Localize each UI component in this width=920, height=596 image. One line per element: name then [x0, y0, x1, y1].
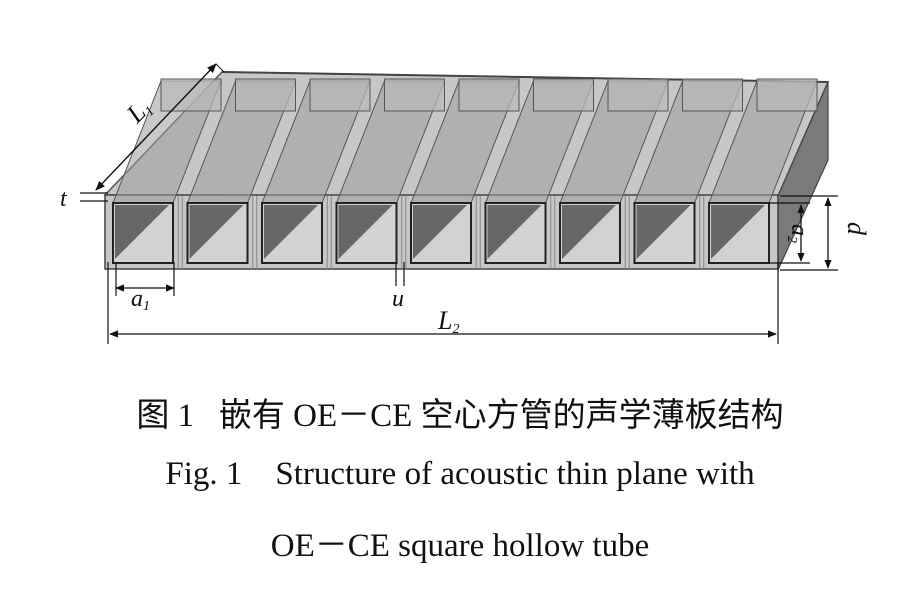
- tube-inner-shadow: [636, 205, 691, 259]
- tube-inner-shadow: [189, 205, 244, 259]
- svg-text:a2: a2: [784, 224, 812, 243]
- tube-back-opening: [756, 78, 818, 112]
- tube-inner-shadow: [338, 205, 393, 259]
- label-a1: a: [131, 286, 143, 312]
- label-t: t: [60, 186, 68, 212]
- caption-english-line-1: Fig. 1 Structure of acoustic thin plane …: [165, 456, 755, 492]
- svg-text:a1: a1: [131, 286, 150, 314]
- caption-english-line-2: OE－CE square hollow tube: [270, 528, 650, 564]
- tube-back-opening: [682, 78, 743, 112]
- tube-inner-shadow: [413, 205, 467, 259]
- label-d: d: [842, 222, 871, 236]
- tube-back-opening: [384, 78, 445, 112]
- label-L2-sub: 2: [452, 322, 459, 337]
- tube-inner-shadow: [115, 205, 169, 259]
- dim-a1: a1: [115, 262, 175, 314]
- tube-back-opening: [607, 78, 669, 112]
- dim-u: u: [392, 262, 405, 312]
- dim-t: t: [60, 186, 108, 212]
- caption-chinese: 图 1 嵌有 OE－CE 空心方管的声学薄板结构: [136, 398, 784, 434]
- dim-L2: L2: [107, 262, 779, 344]
- tube-inner-shadow: [711, 205, 765, 259]
- tube-inner-shadow: [487, 205, 542, 259]
- tube-back-opening: [309, 78, 371, 112]
- label-a2-sub: 2: [784, 236, 799, 243]
- label-u: u: [392, 286, 404, 312]
- plate-structure-diagram: L1 t a1 u L2 a2: [60, 63, 871, 344]
- label-a1-sub: 1: [143, 299, 150, 314]
- label-a2: a: [786, 224, 812, 236]
- tube-back-opening: [458, 78, 520, 112]
- tube-back-opening: [160, 78, 222, 112]
- tube-back-opening: [235, 78, 296, 112]
- dim-d: d: [780, 195, 871, 271]
- label-L2: L: [437, 306, 452, 335]
- dim-a2: a2: [768, 202, 812, 264]
- tube-back-opening: [533, 78, 594, 112]
- tube-inner-shadow: [264, 205, 318, 259]
- tube-inner-shadow: [562, 205, 616, 259]
- svg-text:L2: L2: [437, 306, 459, 337]
